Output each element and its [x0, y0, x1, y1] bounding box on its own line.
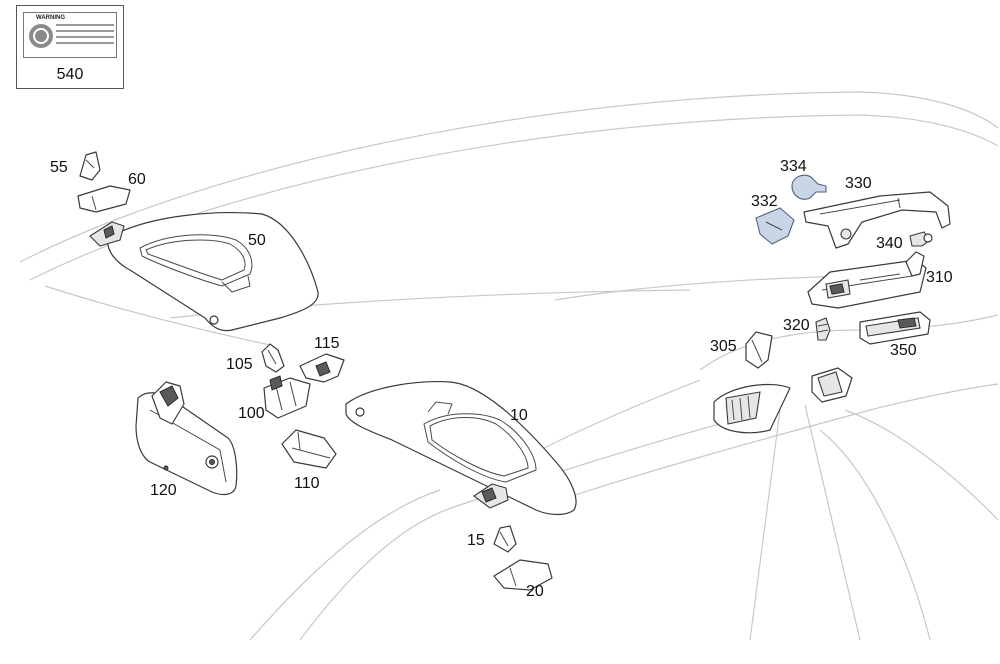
callout-105: 105 [226, 356, 253, 373]
callout-50: 50 [248, 232, 266, 249]
callout-60: 60 [128, 171, 146, 188]
callout-120: 120 [150, 482, 177, 499]
callout-15: 15 [467, 532, 485, 549]
warning-label-header: WARNING [36, 15, 65, 21]
clip-55 [79, 151, 101, 181]
push-pin-334 [791, 174, 827, 200]
callout-330: 330 [845, 175, 872, 192]
callout-350: 350 [890, 342, 917, 359]
callout-100: 100 [238, 405, 265, 422]
clip-nut-332 [755, 207, 795, 245]
callout-334: 334 [780, 158, 807, 175]
callout-20: 20 [526, 583, 544, 600]
callout-305: 305 [710, 338, 737, 355]
bracket-330 [803, 191, 951, 249]
sun-visor-10 [345, 381, 577, 516]
callout-115: 115 [314, 335, 340, 352]
callout-340: 340 [876, 235, 903, 252]
callout-55: 55 [50, 159, 68, 176]
bracket-100 [263, 375, 311, 419]
callout-310: 310 [926, 269, 953, 286]
callout-labels: 55 60 50 115 105 100 110 120 10 15 20 30… [50, 158, 953, 600]
lamp-115 [299, 353, 345, 383]
cover-20 [493, 559, 553, 591]
rear-mirror-120 [135, 381, 238, 496]
callout-540: 540 [56, 66, 84, 83]
screw-320 [815, 317, 831, 341]
sun-visor-50 [89, 212, 319, 332]
callout-110: 110 [294, 475, 320, 492]
console-housing-310 [807, 251, 927, 309]
clip-305 [745, 331, 773, 369]
warning-label-card: WARNING [23, 12, 117, 58]
airbag-warning-icon [29, 24, 53, 48]
cover-60 [77, 185, 131, 213]
overhead-console [713, 367, 853, 434]
clip-105 [261, 343, 285, 373]
callout-332: 332 [751, 193, 778, 210]
control-module-350 [859, 311, 931, 345]
callout-320: 320 [783, 317, 810, 334]
warning-label-text-lines [56, 24, 114, 48]
cover-110 [281, 429, 337, 469]
callout-10: 10 [510, 407, 528, 424]
clip-15 [493, 525, 517, 553]
warning-label-inset: WARNING 540 [16, 5, 124, 89]
screw-340 [909, 231, 933, 247]
